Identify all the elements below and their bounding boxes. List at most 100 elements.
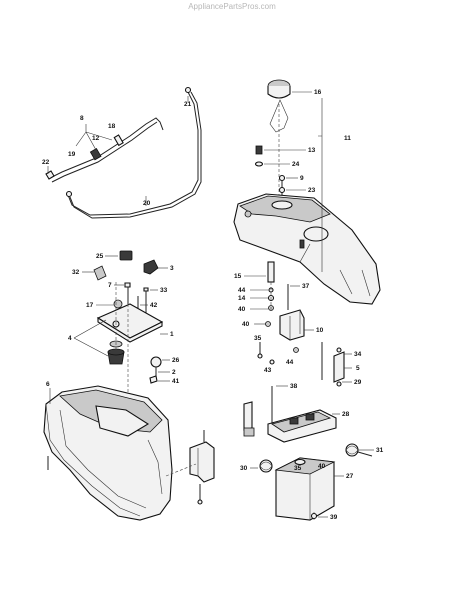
callout-38: 38 [290,383,298,390]
callout-34: 34 [354,351,362,358]
bulb-26 [150,356,162,368]
fuel-line-assembly [45,86,202,219]
callout-16: 16 [314,89,322,96]
callout-28: 28 [342,411,350,418]
callout-31: 31 [376,447,384,454]
callout-7: 7 [108,282,112,289]
fuel-line-upper-b [51,121,158,183]
fitting-22 [45,170,55,180]
callout-15: 15 [234,273,242,280]
washer-29 [336,381,342,387]
callout-20: 20 [143,200,151,207]
tank-recess [303,226,329,242]
clip [243,427,255,437]
tank-mount-hardware [244,261,352,387]
tank-stud [299,239,305,249]
washer-44b [257,353,263,359]
reservoir-assembly [243,385,374,521]
cap-tether [269,99,289,133]
fuel-cap-skirt [267,86,291,99]
hose-clamp-12 [89,147,102,161]
bracket-nut [197,499,203,505]
fuel-tank-assembly [233,79,381,305]
nut-17 [113,299,123,309]
leader-8 [75,124,113,151]
callout-23: 23 [308,187,316,194]
tray-block [289,417,299,425]
shroud-contour-b [59,409,147,509]
fitting-9 [278,174,286,182]
line-end-21 [184,86,192,94]
fuel-line-20 [67,91,199,216]
callout-25: 25 [96,253,104,260]
bracket-dash [165,463,197,477]
nut-39 [310,512,318,520]
callout-6: 6 [46,381,50,388]
tray-28-top [271,411,332,433]
bracket-10-edge [289,310,301,340]
screw-33 [143,287,149,292]
knob-32 [93,265,107,281]
bracket-5 [333,351,345,383]
leader-16-11 [292,91,323,272]
shroud-contour-a [45,403,141,517]
fuel-line-20-b [69,91,202,219]
callout-21: 21 [184,101,192,108]
callout-19: 19 [68,151,76,158]
callout-40: 40 [238,306,246,313]
line-end [65,190,73,198]
bracket-10 [279,309,305,341]
callout-8: 8 [80,115,84,122]
callout-5: 5 [356,365,360,372]
nut-40c [293,347,299,353]
callout-labels: 8 18 12 19 22 21 20 25 3 32 7 33 17 42 1… [42,89,384,521]
fuel-line-upper [49,117,164,179]
callout-3: 3 [170,265,174,272]
callout-10: 10 [316,327,324,334]
callout-11: 11 [344,135,351,142]
callout-39: 39 [330,514,338,521]
spacer-15 [267,261,275,283]
fitting-18 [113,134,124,147]
washer-24 [254,161,264,167]
callout-40-c: 40 [318,463,326,470]
grommet-13 [255,145,263,155]
callout-41: 41 [172,378,180,385]
callout-29: 29 [354,379,362,386]
callout-9: 9 [300,175,304,182]
bracket [189,441,215,483]
callout-42: 42 [150,302,158,309]
watermark: AppliancePartsPros.com [188,2,276,11]
clip-41 [149,375,158,384]
switch-25 [119,250,133,261]
shroud-contour-c [147,439,163,495]
spring-31-tail [357,451,373,457]
callout-17: 17 [86,302,94,309]
callout-44-b: 44 [286,359,294,366]
callout-24: 24 [292,161,300,168]
reservoir-27-top [274,457,336,475]
shroud-opening [95,405,150,437]
leader-4 [73,319,109,357]
callout-2: 2 [172,369,176,376]
callout-37: 37 [302,283,310,290]
tank-filler-neck [271,200,293,210]
fitting-23 [278,186,286,194]
callout-27: 27 [346,473,354,480]
tank-vent [244,210,252,218]
callout-30: 30 [240,465,248,472]
callout-18: 18 [108,123,116,130]
switch-3 [143,259,159,275]
reservoir-cap [294,458,306,466]
callout-14: 14 [238,295,246,302]
callout-1: 1 [170,331,174,338]
shroud-6 [43,385,215,521]
mounting-plate-1-edge [97,317,163,343]
screw-34 [336,347,342,353]
nut-40b [265,321,271,327]
callout-26: 26 [172,357,180,364]
callout-43: 43 [264,367,272,374]
screw-7 [124,282,131,288]
